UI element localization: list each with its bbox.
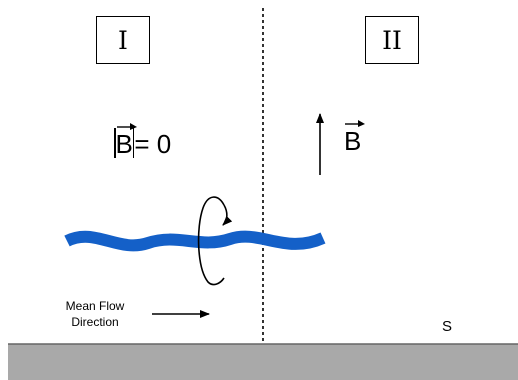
region-label-I: I	[96, 16, 150, 64]
b-vector-symbol-left: B	[116, 123, 137, 157]
region-label-II: II	[365, 16, 419, 64]
surface-label: S	[442, 318, 453, 335]
mean-flow-label: Mean Flow Direction	[40, 298, 150, 330]
rotation-arrow	[197, 196, 225, 286]
ground-surface	[8, 344, 518, 380]
vortex-tube	[64, 230, 326, 252]
magnitude-bar-left	[114, 128, 116, 158]
b-magnitude-zero: B= 0	[114, 123, 172, 159]
b-zero-value: = 0	[134, 129, 172, 159]
magnitude-bar-right	[132, 128, 135, 158]
region-label-I-text: I	[118, 25, 128, 55]
region-label-II-text: II	[382, 25, 402, 55]
b-vector-symbol-right: B	[344, 120, 365, 154]
rotation-arrow-upper	[222, 204, 233, 226]
mean-flow-label-line2: Direction	[71, 315, 119, 329]
mean-flow-label-line1: Mean Flow	[65, 299, 125, 313]
b-field-label: B	[344, 120, 365, 154]
